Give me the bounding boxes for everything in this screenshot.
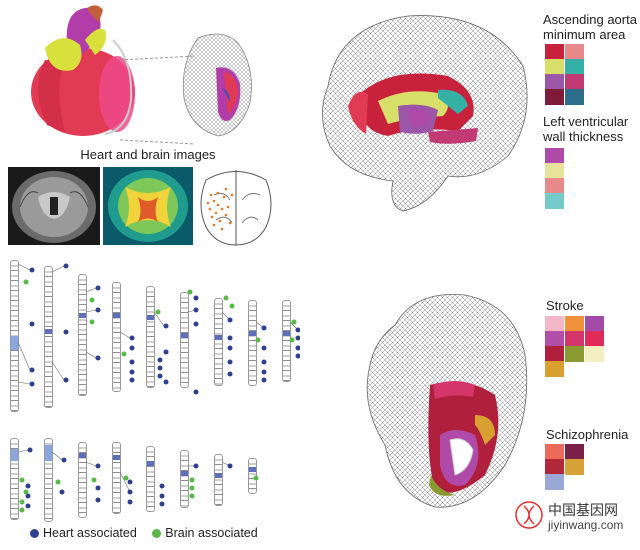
swatch	[565, 59, 584, 75]
association-markers	[17, 263, 300, 513]
lv-swatch-column	[545, 148, 565, 209]
swatch	[545, 148, 564, 164]
brain-legend-dot	[152, 529, 162, 539]
heart-mesh-3d	[366, 294, 528, 508]
heart-brain-images-caption: Heart and brain images	[80, 147, 216, 162]
brain-mri-coronal	[8, 167, 100, 245]
brain-heatmap-axial	[103, 167, 193, 245]
chromosome-ideogram-panel	[0, 252, 300, 522]
brain-legend-label: Brain associated	[165, 526, 258, 540]
swatch	[565, 74, 584, 90]
chromosome	[180, 450, 189, 508]
chromosome	[44, 266, 53, 408]
swatch	[565, 316, 584, 332]
stroke-title: Stroke	[546, 298, 584, 313]
chromosome	[146, 286, 155, 388]
swatch	[565, 346, 584, 362]
watermark: 中国基因网 jiyinwang.com	[514, 496, 634, 542]
heart-legend-label: Heart associated	[43, 526, 137, 540]
swatch	[545, 346, 564, 362]
swatch	[545, 331, 564, 347]
chromosome	[112, 442, 121, 514]
swatch	[585, 346, 604, 362]
chromosome	[44, 438, 53, 522]
swatch	[545, 193, 564, 209]
stroke-swatch-grid	[545, 316, 605, 380]
chromosome	[10, 438, 19, 520]
chromosome	[214, 298, 223, 386]
brain-outline-dots	[200, 170, 272, 246]
chromosome	[78, 442, 87, 518]
schizophrenia-swatch-grid	[545, 444, 585, 492]
swatch	[545, 163, 564, 179]
swatch	[545, 316, 564, 332]
swatch	[585, 316, 604, 332]
swatch	[545, 74, 564, 90]
dna-logo-icon	[515, 501, 543, 529]
brain-mesh-3d	[322, 15, 528, 212]
aorta-title-line2: minimum area	[543, 27, 626, 42]
swatch	[565, 89, 584, 105]
lv-title-line1: Left ventricular	[543, 114, 629, 129]
swatch	[565, 444, 584, 460]
legend: Heart associated Brain associated	[30, 526, 258, 540]
swatch	[545, 89, 564, 105]
swatch	[565, 44, 584, 60]
schizophrenia-title: Schizophrenia	[546, 427, 629, 442]
heart-mesh-small	[182, 33, 252, 137]
zoom-connector-lines	[120, 55, 196, 145]
swatch	[545, 444, 564, 460]
swatch	[545, 361, 564, 377]
swatch	[545, 459, 564, 475]
chromosome	[112, 282, 121, 392]
watermark-url: jiyinwang.com	[548, 518, 624, 532]
swatch	[545, 474, 564, 490]
aorta-swatch-grid	[545, 44, 585, 105]
aorta-title-line1: Ascending aorta	[543, 12, 637, 27]
swatch	[565, 331, 584, 347]
swatch	[545, 59, 564, 75]
chromosome	[146, 446, 155, 512]
swatch	[565, 459, 584, 475]
chromosome	[214, 454, 223, 506]
heart-legend-dot	[30, 529, 39, 539]
swatch	[585, 331, 604, 347]
chromosome	[10, 260, 19, 412]
watermark-chinese: 中国基因网	[548, 502, 618, 518]
chromosome	[248, 300, 257, 386]
chromosome	[78, 274, 87, 396]
heart-3d-model	[31, 5, 135, 136]
swatch	[545, 44, 564, 60]
lv-title-line2: wall thickness	[543, 129, 624, 144]
chromosome	[180, 292, 189, 388]
swatch	[545, 178, 564, 194]
